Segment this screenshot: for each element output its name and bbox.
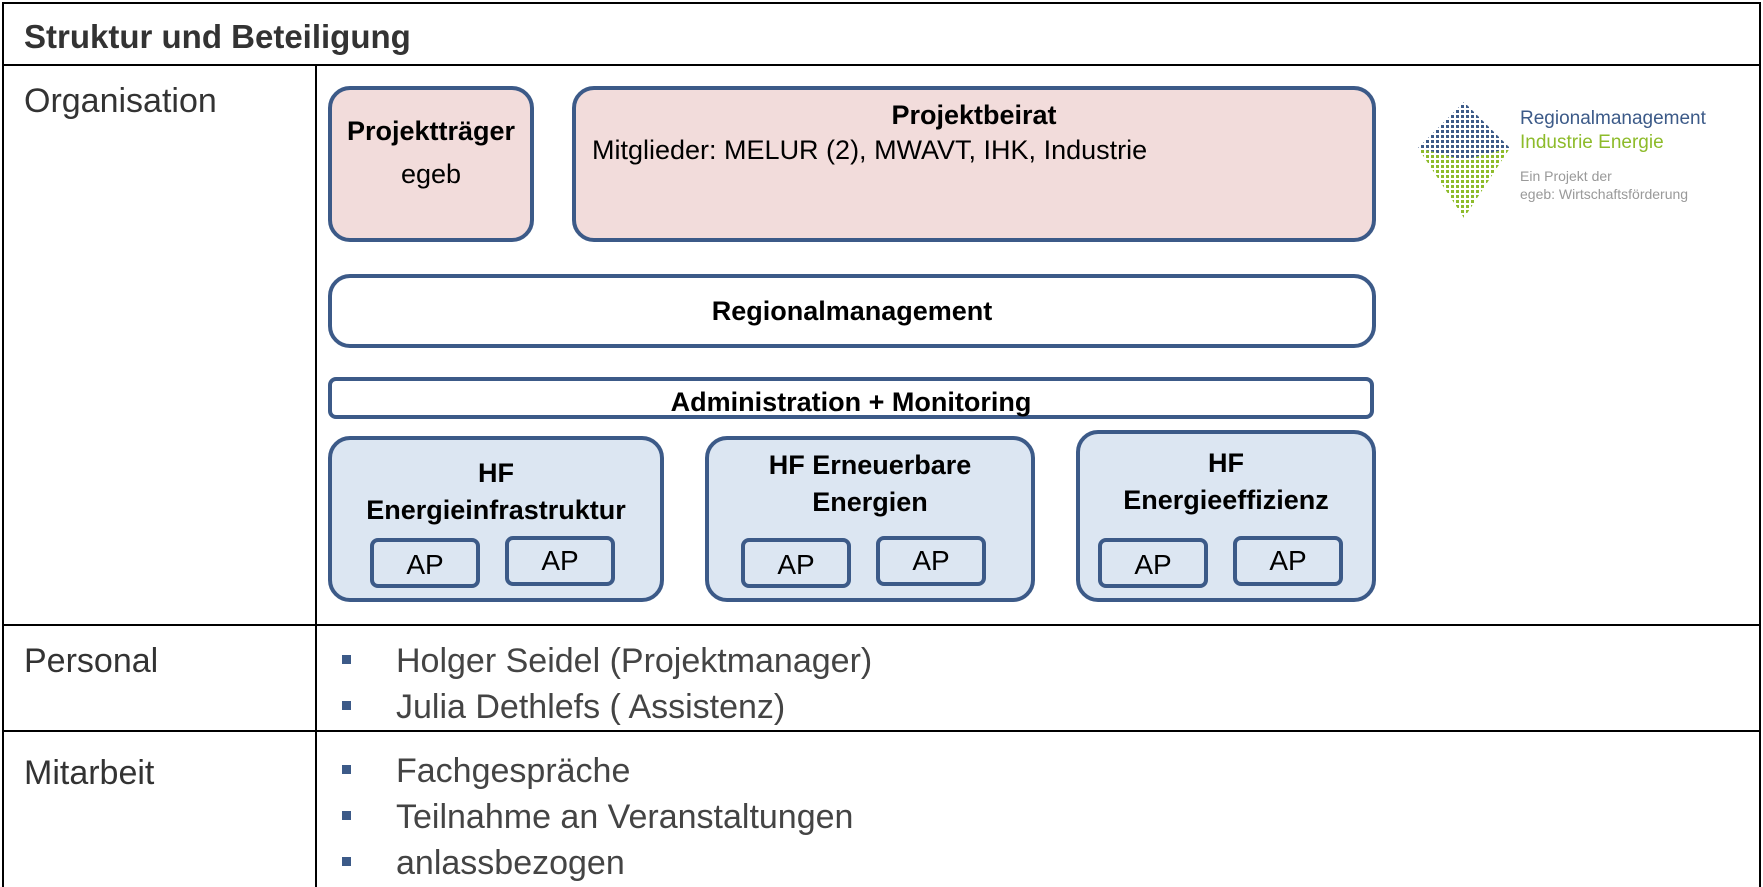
ap-box: AP <box>505 536 615 586</box>
diamond-logo-icon <box>1418 102 1510 218</box>
list-item: Holger Seidel (Projektmanager) <box>320 638 872 684</box>
row-divider <box>2 730 1761 732</box>
logo-text-line3: Ein Projekt der <box>1520 168 1612 184</box>
bullet-icon <box>342 765 351 774</box>
row-divider <box>2 64 1761 66</box>
row-label-organisation: Organisation <box>24 82 217 120</box>
regionalmanagement-logo: Regionalmanagement Industrie Energie Ein… <box>1416 96 1716 226</box>
row-label-personal: Personal <box>24 642 159 680</box>
projektbeirat-members: Mitglieder: MELUR (2), MWAVT, IHK, Indus… <box>592 135 1148 165</box>
ap-label: AP <box>912 545 950 576</box>
projektbeirat-box: Projektbeirat Mitglieder: MELUR (2), MWA… <box>572 86 1376 242</box>
table-border-right <box>1759 2 1761 887</box>
ap-label: AP <box>777 549 815 580</box>
bullet-icon <box>342 655 351 664</box>
administration-label: Administration + Monitoring <box>670 387 1032 417</box>
column-divider <box>315 64 317 887</box>
projekttraeger-sub: egeb <box>400 159 462 189</box>
list-item-text: Holger Seidel (Projektmanager) <box>396 642 873 680</box>
list-item: anlassbezogen <box>320 840 853 886</box>
hf-title-line2: Energien <box>812 487 928 517</box>
projekttraeger-title: Projektträger <box>346 116 516 146</box>
personal-list: Holger Seidel (Projektmanager) Julia Det… <box>320 638 872 730</box>
row-divider <box>2 624 1761 626</box>
list-item: Fachgespräche <box>320 748 853 794</box>
ap-label: AP <box>406 549 444 580</box>
projektbeirat-title: Projektbeirat <box>891 100 1057 130</box>
hf-title-line1: HF Erneuerbare <box>768 450 972 480</box>
projekttraeger-box: Projektträger egeb <box>328 86 534 242</box>
ap-box: AP <box>370 538 480 588</box>
table-title: Struktur und Beteiligung <box>24 18 411 55</box>
hf-title-line2: Energieinfrastruktur <box>366 495 626 525</box>
bullet-icon <box>342 857 351 866</box>
ap-label: AP <box>541 545 579 576</box>
logo-text-line2: Industrie Energie <box>1520 132 1664 153</box>
ap-box: AP <box>1098 538 1208 588</box>
list-item-text: anlassbezogen <box>396 844 625 882</box>
table-border-left <box>2 2 4 887</box>
bullet-icon <box>342 811 351 820</box>
regionalmanagement-box: Regionalmanagement <box>328 274 1376 348</box>
ap-box: AP <box>876 536 986 586</box>
table-border-top <box>2 2 1761 4</box>
ap-box: AP <box>1233 536 1343 586</box>
regionalmanagement-label: Regionalmanagement <box>711 296 993 326</box>
hf-title-line1: HF <box>1208 448 1244 478</box>
list-item-text: Fachgespräche <box>396 752 631 790</box>
row-label-mitarbeit: Mitarbeit <box>24 754 155 792</box>
list-item: Julia Dethlefs ( Assistenz) <box>320 684 872 730</box>
list-item-text: Julia Dethlefs ( Assistenz) <box>396 688 786 726</box>
administration-box: Administration + Monitoring <box>328 377 1374 419</box>
mitarbeit-list: Fachgespräche Teilnahme an Veranstaltung… <box>320 748 853 886</box>
list-item: Teilnahme an Veranstaltungen <box>320 794 853 840</box>
logo-text-line1: Regionalmanagement <box>1520 108 1706 129</box>
ap-label: AP <box>1134 549 1172 580</box>
hf-title-line2: Energieeffizienz <box>1123 485 1329 515</box>
logo-text-line4: egeb: Wirtschaftsförderung <box>1520 186 1689 202</box>
ap-box: AP <box>741 538 851 588</box>
hf-title-line1: HF <box>478 458 514 488</box>
bullet-icon <box>342 701 351 710</box>
ap-label: AP <box>1269 545 1307 576</box>
list-item-text: Teilnahme an Veranstaltungen <box>396 798 854 836</box>
